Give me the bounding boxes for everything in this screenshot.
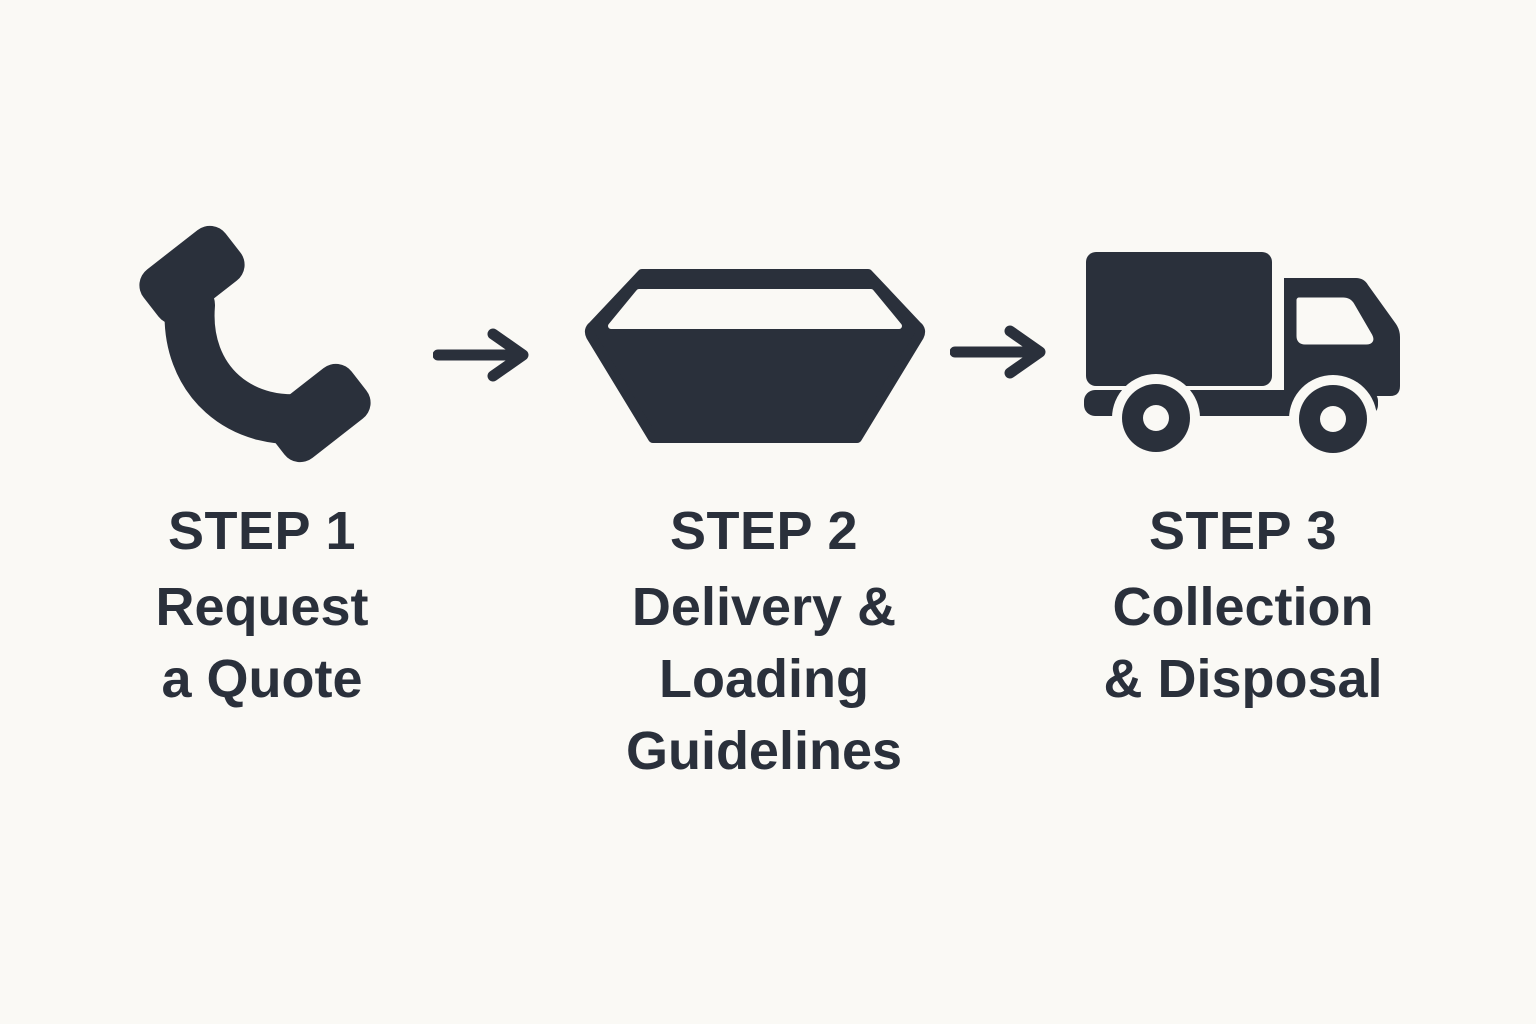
step-1-label: STEP 1 xyxy=(167,501,357,561)
step-1-title-line-2: a Quote xyxy=(161,649,363,709)
step-2-title-line-1: Delivery & xyxy=(631,577,897,637)
step-3-title-line-2: & Disposal xyxy=(1103,649,1383,709)
arrow-right-icon xyxy=(949,324,1050,380)
step-1-title-line-1: Request xyxy=(155,577,369,637)
truck-icon xyxy=(1080,248,1400,463)
step-3-label: STEP 3 xyxy=(1148,501,1338,561)
step-1: STEP 1 Request a Quote xyxy=(82,503,442,715)
step-2: STEP 2 Delivery & Loading Guidelines xyxy=(584,503,944,787)
skip-icon xyxy=(584,268,926,450)
step-1-title: Request a Quote xyxy=(82,571,442,715)
step-3: STEP 3 Collection & Disposal xyxy=(1063,503,1423,715)
step-3-title: Collection & Disposal xyxy=(1063,571,1423,715)
phone-icon xyxy=(139,225,385,463)
step-2-title-line-2: Loading xyxy=(659,649,869,709)
step-3-title-line-1: Collection xyxy=(1112,577,1374,637)
step-2-title: Delivery & Loading Guidelines xyxy=(584,571,944,787)
arrow-right-icon xyxy=(432,327,533,383)
step-2-label: STEP 2 xyxy=(669,501,859,561)
step-2-title-line-3: Guidelines xyxy=(625,721,903,781)
